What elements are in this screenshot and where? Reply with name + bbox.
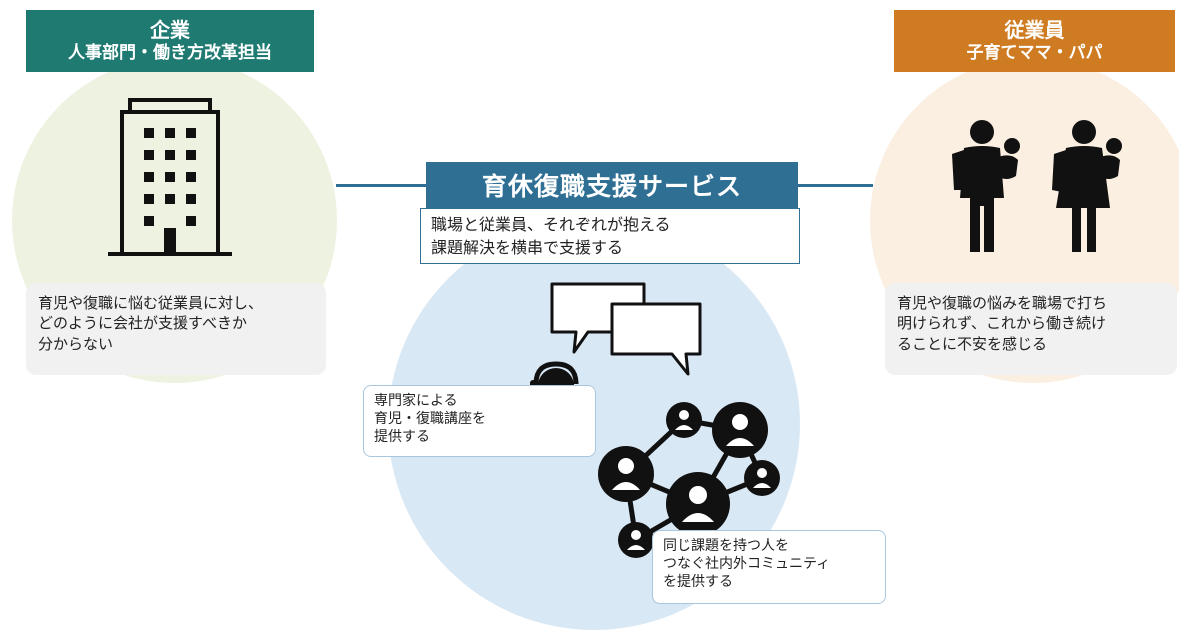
- company-title: 企業: [150, 17, 190, 42]
- company-problem-line: どのように会社が支援すべきか: [38, 314, 247, 333]
- employee-problem-line: 育児や復職の悩みを職場で打ち: [897, 294, 1108, 312]
- connector-left: [336, 184, 426, 187]
- community-callout-line: つなぐ社内外コミュニティ: [663, 556, 831, 573]
- service-description: 職場と従業員、それぞれが抱える 課題解決を横串で支援する: [420, 208, 800, 264]
- service-description-line: 職場と従業員、それぞれが抱える: [431, 215, 671, 234]
- expert-callout-line: 専門家による: [374, 393, 458, 409]
- company-label: 企業 人事部門・働き方改革担当: [26, 10, 314, 72]
- expert-callout-line: 育児・復職講座を: [374, 411, 486, 428]
- service-description-line: 課題解決を横串で支援する: [431, 238, 624, 258]
- company-problem-line: 育児や復職に悩む従業員に対し、: [38, 294, 264, 312]
- company-subtitle: 人事部門・働き方改革担当: [68, 42, 272, 63]
- community-callout: 同じ課題を持つ人を つなぐ社内外コミュニティ を提供する: [652, 530, 886, 604]
- community-callout-line: 同じ課題を持つ人を: [663, 538, 789, 554]
- employee-subtitle: 子育てママ・パパ: [966, 42, 1103, 63]
- office-building-icon: [108, 98, 232, 256]
- expert-callout-line: 提供する: [374, 429, 430, 446]
- company-problem-line: 分からない: [38, 334, 114, 353]
- employee-label: 従業員 子育てママ・パパ: [894, 10, 1175, 72]
- company-problem-box: 育児や復職に悩む従業員に対し、 どのように会社が支援すべきか 分からない: [26, 283, 326, 375]
- employee-problem-box: 育児や復職の悩みを職場で打ち 明けられず、これから働き続け ることに不安を感じる: [885, 283, 1177, 375]
- connector-right: [798, 184, 873, 187]
- parents-with-children-icon: [952, 120, 1122, 252]
- employee-problem-line: ることに不安を感じる: [897, 334, 1048, 353]
- community-callout-line: を提供する: [663, 574, 733, 591]
- employee-title: 従業員: [1004, 17, 1065, 42]
- employee-problem-line: 明けられず、これから働き続け: [897, 314, 1106, 333]
- speech-bubbles-icon: [550, 282, 702, 376]
- expert-callout: 専門家による 育児・復職講座を 提供する: [363, 385, 596, 457]
- service-title: 育休復職支援サービス: [426, 162, 798, 208]
- people-network-icon: [598, 402, 780, 558]
